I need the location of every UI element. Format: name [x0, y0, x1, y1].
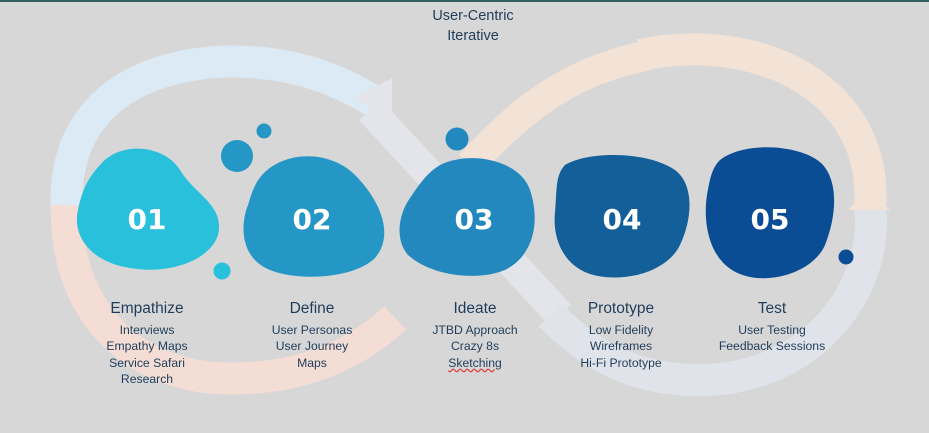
title-line-1: User-Centric	[432, 8, 514, 24]
decor-dot-medium-3	[445, 127, 469, 151]
stage-item: Crazy 8s	[450, 339, 500, 354]
stage-blob-01	[76, 148, 220, 270]
stage-number-03: 03	[455, 203, 494, 236]
stage-name: Prototype	[587, 300, 655, 317]
stage-ideate: Ideate JTBD Approach Crazy 8s Sketching	[390, 300, 560, 371]
stage-blob-04	[554, 154, 690, 278]
stage-item: Interviews	[119, 323, 175, 337]
stage-item: User Testing	[738, 323, 806, 337]
stage-item-text: Sketching	[448, 355, 502, 370]
loop-arrow-head-left	[355, 78, 392, 122]
stage-number-02: 02	[293, 203, 332, 236]
stage-number-05: 05	[751, 203, 790, 236]
stage-item: User Journey	[275, 339, 349, 354]
stage-item: Low Fidelity	[588, 323, 654, 337]
infinity-loop	[50, 33, 887, 397]
loop-cross-band-up	[458, 40, 653, 176]
stage-blob-03	[399, 158, 535, 276]
stage-number-04: 04	[603, 203, 642, 236]
stage-item: Wireframes	[589, 339, 653, 354]
stage-item: User Personas	[271, 323, 353, 337]
stage-item: Feedback Sessions	[718, 339, 826, 354]
stage-blob-05	[705, 147, 835, 279]
stage-define: Define User Personas User Journey Maps	[227, 300, 397, 371]
stage-blob-02	[243, 156, 385, 277]
loop-right-top-band	[636, 33, 887, 212]
stage-prototype: Prototype Low Fidelity Wireframes Hi-Fi …	[536, 300, 706, 371]
loop-left-bottom-band	[50, 204, 406, 395]
stage-item: JTBD Approach	[432, 323, 518, 337]
stage-name: Empathize	[110, 300, 184, 317]
stage-empathize: Empathize Interviews Empathy Maps Servic…	[62, 300, 232, 387]
diagram-title: User-Centric Iterative	[373, 6, 573, 46]
loop-left-top-band	[50, 45, 389, 217]
stage-number-01: 01	[128, 203, 167, 236]
stage-name: Ideate	[453, 300, 497, 317]
loop-arrow-head-right	[848, 188, 890, 210]
stage-item: Service Safari	[109, 355, 185, 370]
stage-name: Test	[757, 300, 787, 317]
stage-item: Hi-Fi Prototype	[580, 355, 662, 370]
stage-name: Define	[289, 300, 335, 317]
loop-right-bottom-band	[538, 203, 887, 397]
stage-item: Research	[120, 371, 174, 386]
decor-dot-small-4	[838, 249, 854, 265]
stage-item: Maps	[297, 355, 327, 370]
stage-item: Sketching	[390, 355, 560, 371]
title-line-2: Iterative	[447, 28, 499, 44]
top-border-line	[0, 0, 929, 2]
stage-test: Test User Testing Feedback Sessions	[687, 300, 857, 355]
decor-dot-large-1	[221, 140, 253, 172]
stage-item: Empathy Maps	[106, 339, 188, 354]
decor-dot-small-2	[213, 262, 231, 280]
decor-dot-small-1	[256, 123, 272, 139]
